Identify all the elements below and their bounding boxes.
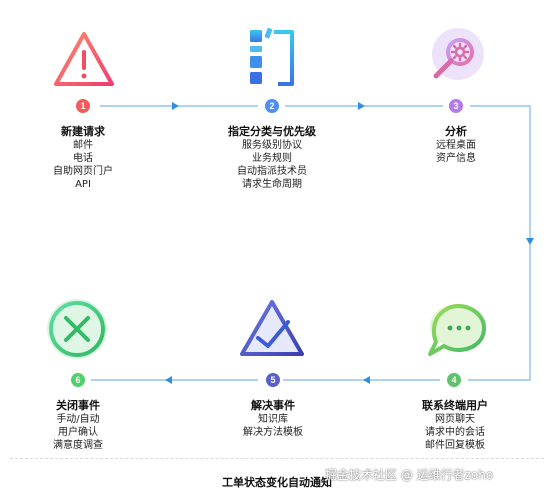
- step-title: 关闭事件: [56, 399, 100, 412]
- step-title: 指定分类与优先级: [228, 125, 316, 138]
- step-number-badge: 2: [265, 99, 279, 113]
- step-title: 解决事件: [251, 399, 295, 412]
- magnifier-gear-icon: [432, 28, 484, 80]
- step-3-text: 分析 远程桌面 资产信息: [381, 124, 531, 165]
- arrowhead: [363, 376, 370, 384]
- triangle-check-icon: [240, 300, 304, 356]
- close-circle-icon: [47, 299, 107, 359]
- step-item: 邮件: [73, 140, 93, 151]
- diagram-caption: 工单状态变化自动通知: [222, 476, 332, 489]
- step-item: 手动/自动: [56, 414, 100, 425]
- classification-blocks-icon: [250, 27, 294, 86]
- step-item: 用户确认: [58, 427, 98, 438]
- step-1-text: 新建请求 邮件 电话 自助网页门户 API: [8, 124, 158, 191]
- step-item: API: [75, 179, 91, 190]
- step-6-text: 关闭事件 手动/自动 用户确认 满意度调查: [3, 398, 153, 452]
- divider: [10, 458, 544, 459]
- step-title: 分析: [445, 125, 467, 138]
- step-number-badge: 3: [449, 99, 463, 113]
- arrowhead: [165, 376, 172, 384]
- step-item: 邮件回复模板: [425, 440, 485, 451]
- step-title: 新建请求: [61, 125, 105, 138]
- step-item: 远程桌面: [436, 140, 476, 151]
- step-item: 请求生命周期: [242, 179, 302, 190]
- step-item: 知识库: [258, 414, 288, 425]
- step-number-badge: 1: [76, 99, 90, 113]
- step-item: 满意度调查: [53, 440, 103, 451]
- step-number-badge: 5: [266, 373, 280, 387]
- step-item: 解决方法模板: [243, 427, 303, 438]
- watermark: 掘金技术社区 @ 运维行者zoho: [325, 468, 494, 482]
- step-2-text: 指定分类与优先级 服务级别协议 业务规则 自动指派技术员 请求生命周期: [197, 124, 347, 191]
- arrowhead: [526, 238, 534, 245]
- arrowhead: [358, 102, 365, 110]
- chat-bubble-icon: [428, 304, 486, 356]
- arrowhead: [172, 102, 179, 110]
- step-item: 电话: [73, 153, 93, 164]
- warning-triangle-icon: [54, 32, 114, 86]
- step-title: 联系终端用户: [422, 399, 488, 412]
- step-number-badge: 6: [71, 373, 85, 387]
- step-item: 自助网页门户: [53, 166, 113, 177]
- step-item: 自动指派技术员: [237, 166, 307, 177]
- step-5-text: 解决事件 知识库 解决方法模板: [198, 398, 348, 439]
- step-item: 业务规则: [252, 153, 292, 164]
- step-number-badge: 4: [447, 373, 461, 387]
- step-item: 网页聊天: [435, 414, 475, 425]
- step-item: 服务级别协议: [242, 140, 302, 151]
- step-item: 资产信息: [436, 153, 476, 164]
- step-4-text: 联系终端用户 网页聊天 请求中的会话 邮件回复模板: [380, 398, 530, 452]
- step-item: 请求中的会话: [425, 427, 485, 438]
